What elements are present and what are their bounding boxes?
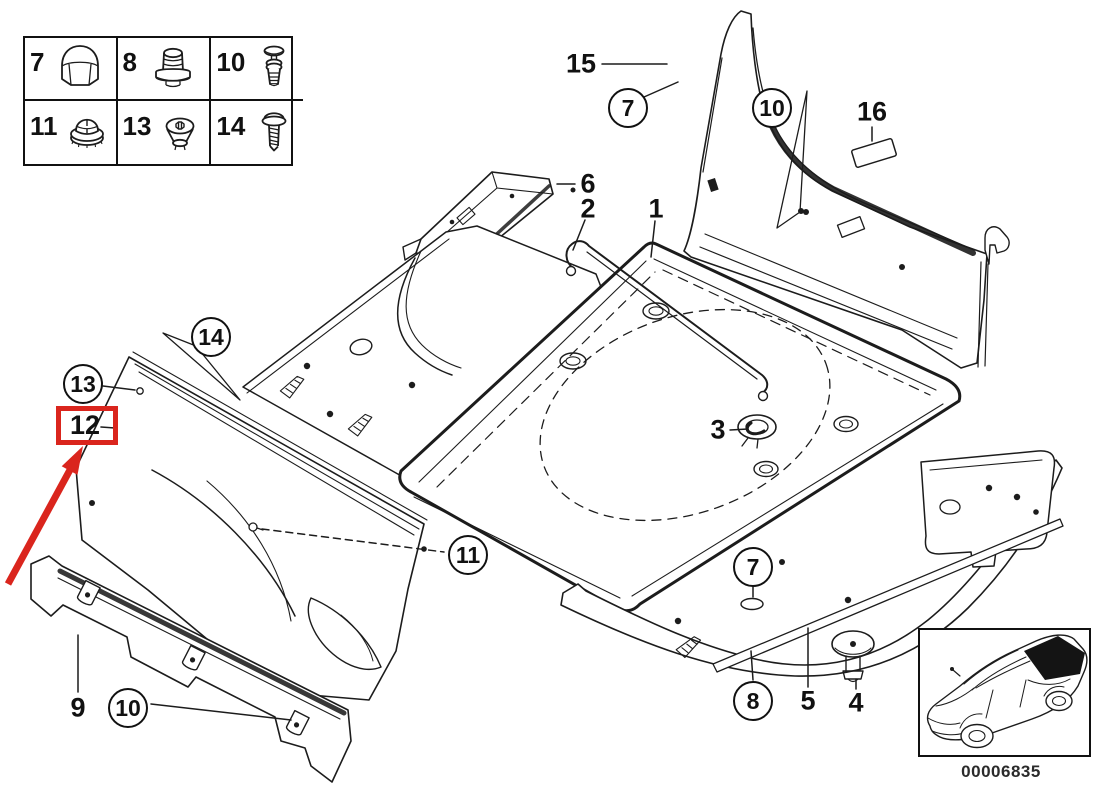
callout-7-bottom[interactable]: 7 — [733, 547, 773, 587]
legend-number: 7 — [30, 47, 45, 77]
screw-icon — [245, 105, 303, 161]
diagram-code: 00006835 — [961, 762, 1041, 781]
expanding-nut-icon — [58, 105, 116, 161]
callout-11[interactable]: 11 — [448, 535, 488, 575]
callout-3[interactable]: 3 — [710, 414, 726, 445]
callout-14[interactable]: 14 — [191, 317, 231, 357]
legend-cell-10: 10 — [211, 38, 304, 101]
retaining-rod-drawing — [565, 240, 769, 402]
callout-6[interactable]: 6 — [580, 168, 596, 199]
callout-10-bottom[interactable]: 10 — [108, 688, 148, 728]
legend-number: 8 — [122, 47, 137, 77]
edge-strip-drawing — [712, 518, 1064, 673]
legend-cell-13: 13 — [118, 101, 212, 164]
expansion-rivet-icon — [245, 41, 303, 97]
callout-13[interactable]: 13 — [63, 364, 103, 404]
legend-cell-7: 7 — [25, 38, 118, 101]
leader-lines — [77, 63, 873, 721]
callout-9[interactable]: 9 — [70, 692, 86, 723]
highlight-box-12[interactable]: 12 — [56, 406, 118, 445]
car-location-thumbnail — [918, 628, 1091, 757]
legend-cell-14: 14 — [211, 101, 303, 164]
callout-15[interactable]: 15 — [565, 48, 597, 79]
grommet-drawing — [737, 414, 777, 449]
callout-12: 12 — [69, 410, 101, 440]
callout-8[interactable]: 8 — [733, 681, 773, 721]
callout-5[interactable]: 5 — [800, 685, 816, 716]
callout-2[interactable]: 2 — [580, 193, 596, 224]
callout-1[interactable]: 1 — [648, 193, 664, 224]
legend-cell-8: 8 — [117, 38, 212, 101]
callout-4[interactable]: 4 — [848, 687, 864, 718]
sill-panel-drawing — [30, 555, 352, 783]
callout-10-top[interactable]: 10 — [752, 88, 792, 128]
fastener-legend-table: 7 8 1 — [23, 36, 304, 166]
callout-16[interactable]: 16 — [856, 96, 888, 127]
legend-number: 11 — [30, 111, 58, 141]
plug-icon — [137, 41, 209, 97]
legend-number: 10 — [216, 47, 246, 77]
highlight-arrow — [4, 446, 83, 586]
legend-cell-11: 11 — [25, 101, 118, 164]
rivet-drawing — [831, 630, 875, 683]
clip-plate-drawing — [851, 138, 897, 168]
car-silhouette — [926, 634, 1088, 749]
clip-nut-icon — [151, 105, 209, 161]
legend-number: 13 — [122, 111, 152, 141]
legend-number: 14 — [216, 111, 246, 141]
cap-nut-icon — [44, 41, 115, 97]
callout-7-top[interactable]: 7 — [608, 88, 648, 128]
